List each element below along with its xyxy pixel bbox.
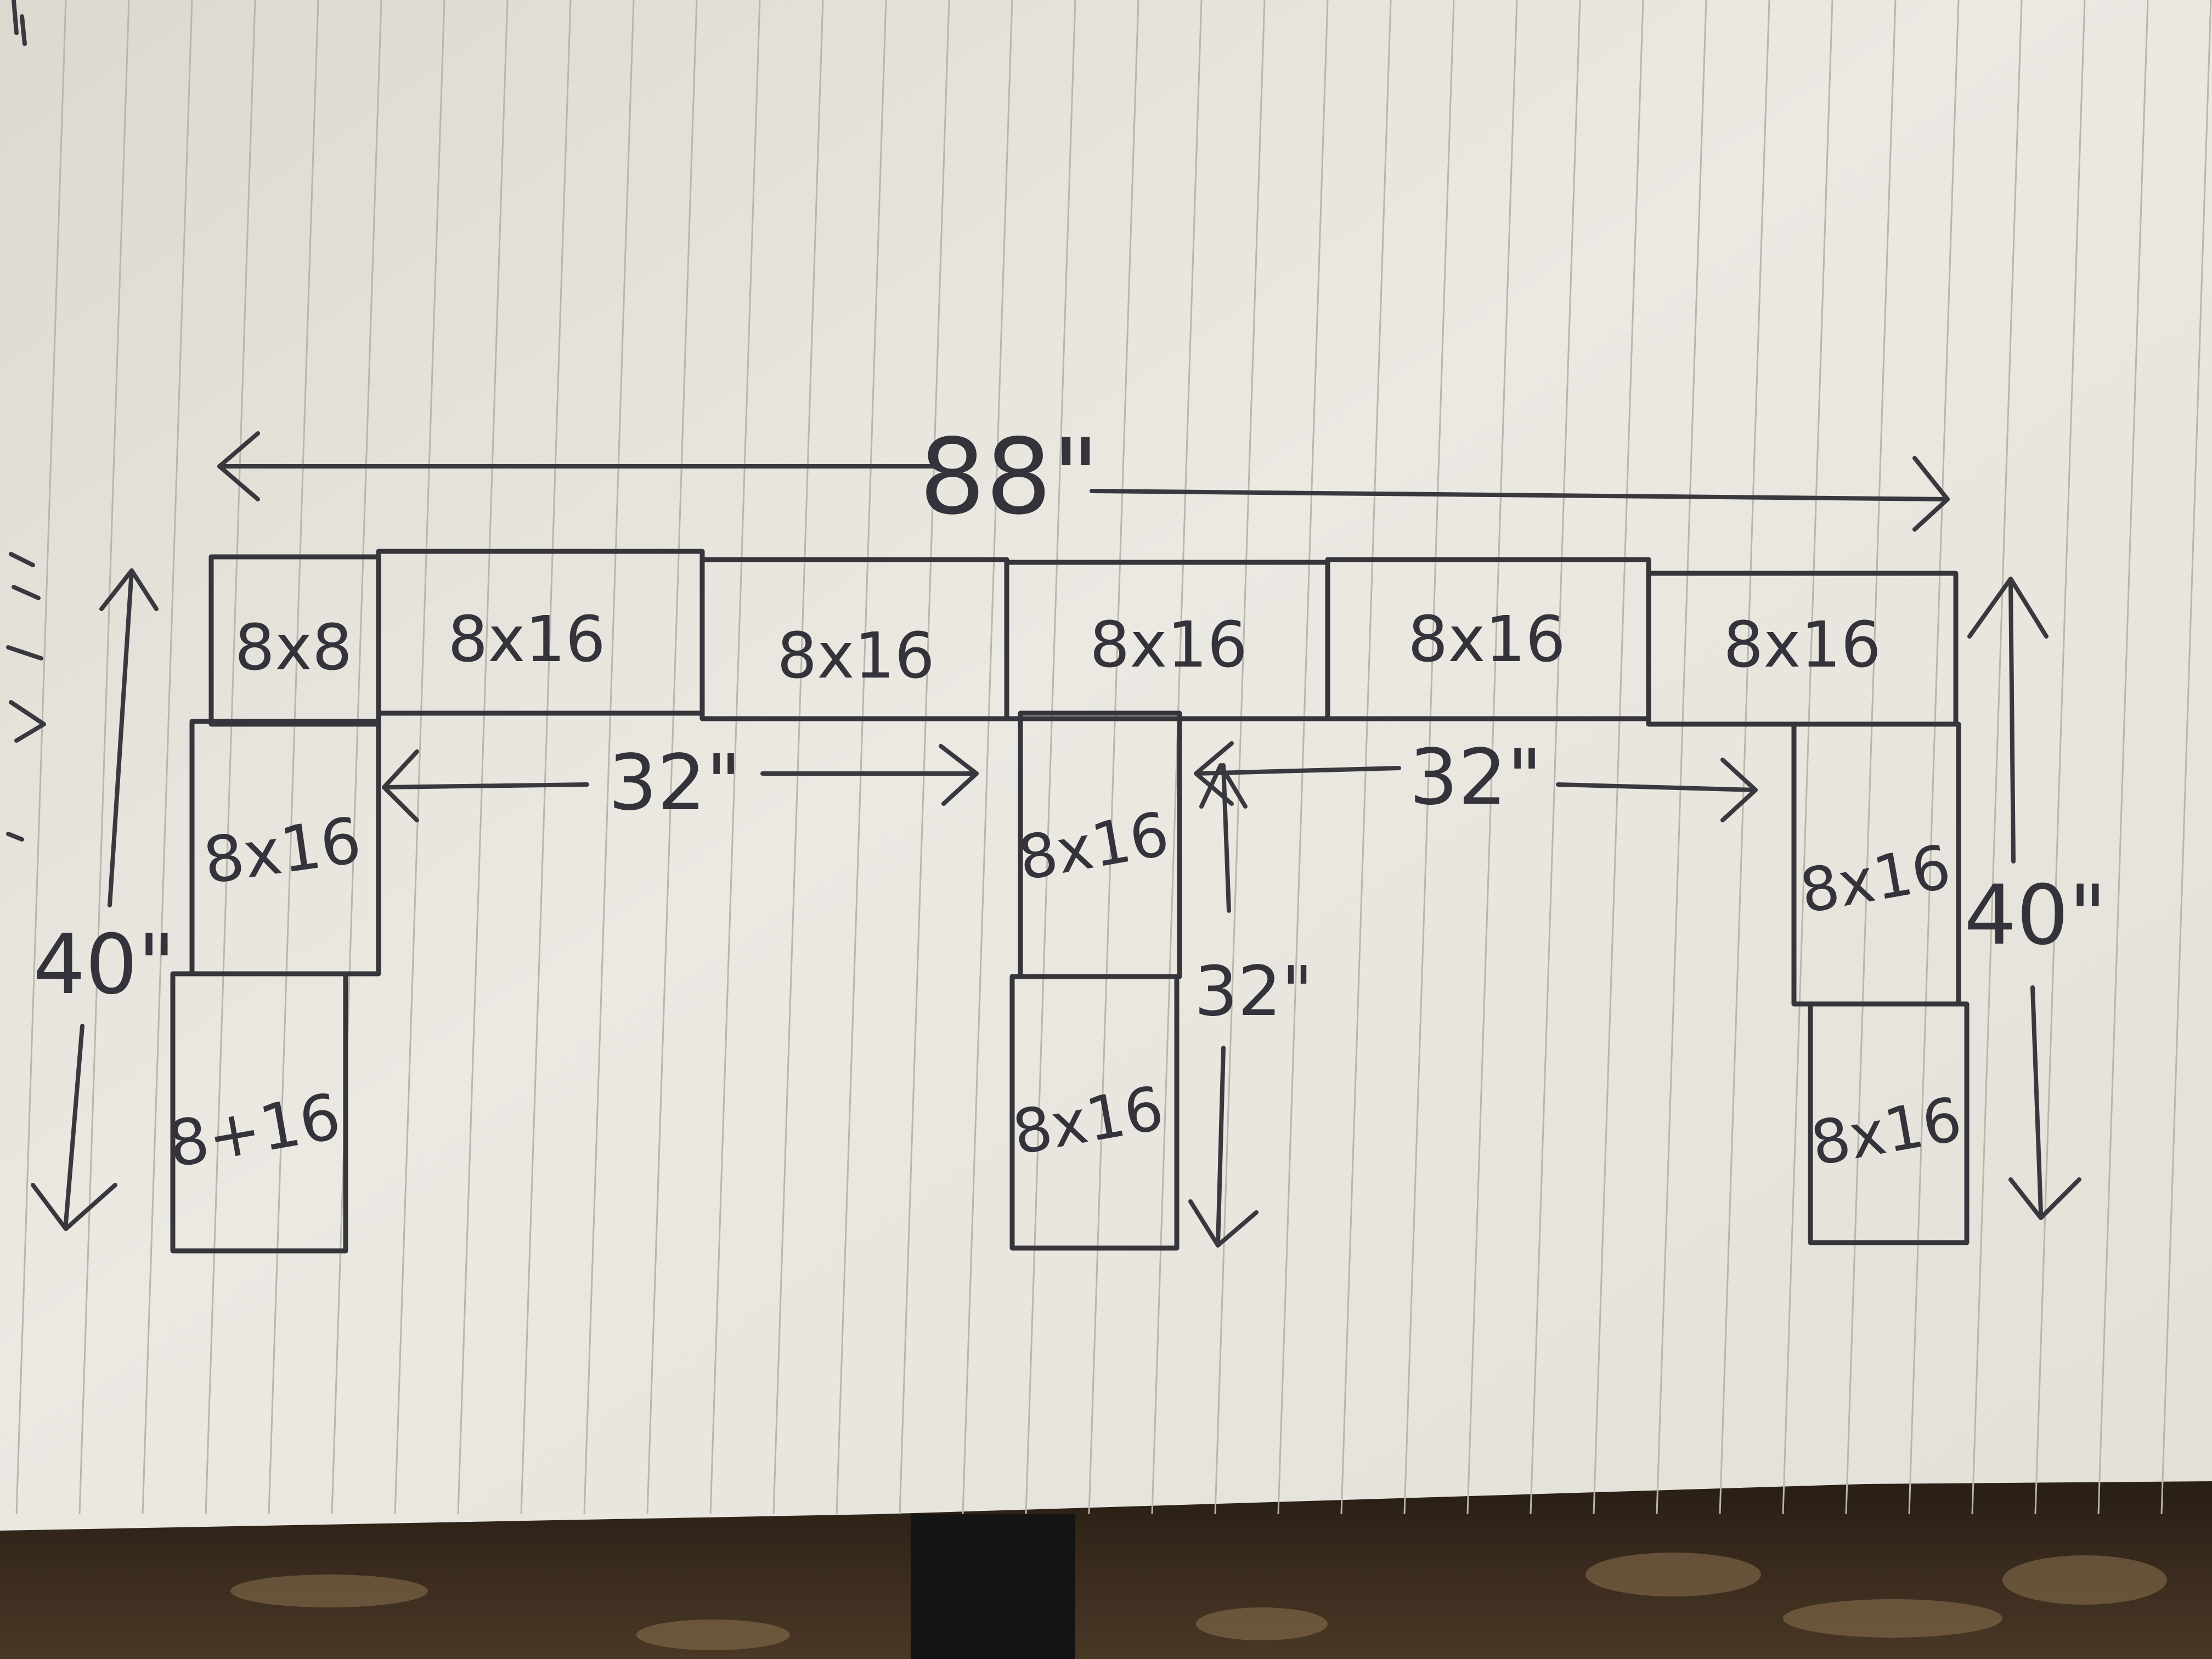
ruled-line bbox=[15, 0, 67, 1515]
ruled-line bbox=[1908, 0, 1960, 1515]
ruled-line bbox=[1340, 0, 1392, 1515]
middle-height-dimension: 32" bbox=[1188, 763, 1313, 1248]
top-block-1-label: 8x8 bbox=[235, 611, 352, 685]
left-height-line-a bbox=[108, 568, 134, 907]
ruled-lines bbox=[15, 0, 2212, 1515]
ruled-line bbox=[772, 0, 824, 1515]
left-gap-arrowhead-left bbox=[382, 749, 419, 822]
left-gap-line-a bbox=[382, 782, 589, 789]
right-height-dimension: 40" bbox=[1964, 577, 2107, 1220]
top-block-6-label: 8x16 bbox=[1723, 608, 1881, 682]
right-gap-dimension: 32" bbox=[1194, 733, 1758, 822]
right-gap-line-b bbox=[1556, 782, 1758, 792]
ruled-line bbox=[457, 0, 509, 1515]
ruled-line bbox=[520, 0, 572, 1515]
ruled-line bbox=[583, 0, 635, 1515]
left-gap-label: 32" bbox=[608, 738, 742, 828]
right-gap-line-a bbox=[1194, 766, 1401, 776]
wood-texture bbox=[230, 1553, 2167, 1650]
arrowhead-left bbox=[217, 431, 260, 501]
left-height-label: 40" bbox=[33, 917, 176, 1013]
right-height-label: 40" bbox=[1964, 868, 2107, 963]
ruled-line bbox=[1530, 0, 1581, 1515]
ruled-line bbox=[899, 0, 950, 1515]
top-block-2-label: 8x16 bbox=[448, 603, 606, 676]
right-height-line-a bbox=[2008, 579, 2016, 864]
ruled-line bbox=[1025, 0, 1076, 1515]
ruled-line bbox=[646, 0, 698, 1515]
left-height-line-b bbox=[64, 1024, 84, 1226]
top-block-3-label: 8x16 bbox=[777, 619, 935, 693]
ruled-line bbox=[331, 0, 382, 1515]
notebook-paper bbox=[0, 0, 2212, 1531]
ruled-line bbox=[268, 0, 319, 1515]
top-block-4-label: 8x16 bbox=[1090, 608, 1248, 682]
ruled-line bbox=[1088, 0, 1139, 1515]
ruled-line bbox=[2034, 0, 2086, 1515]
overall-width-label: 88" bbox=[919, 416, 1099, 538]
left-leg-block-2 bbox=[170, 971, 348, 1254]
right-gap-arrowhead-right bbox=[1720, 758, 1758, 822]
dimension-line-right bbox=[1090, 489, 1950, 501]
black-strap bbox=[911, 1514, 1075, 1659]
left-height-arrowhead-down bbox=[31, 1183, 117, 1231]
right-height-arrowhead-down bbox=[2008, 1177, 2081, 1220]
ruled-line bbox=[142, 0, 193, 1515]
ruled-line bbox=[1151, 0, 1203, 1515]
ruled-line bbox=[1593, 0, 1644, 1515]
ruled-line bbox=[1403, 0, 1455, 1515]
ruled-line bbox=[78, 0, 130, 1515]
right-height-line-b bbox=[2030, 985, 2043, 1215]
left-height-arrowhead-up bbox=[99, 568, 159, 611]
right-gap-label: 32" bbox=[1409, 733, 1543, 822]
ruled-line bbox=[1277, 0, 1329, 1515]
ruled-line bbox=[1719, 0, 1770, 1515]
margin-scribble bbox=[6, 0, 46, 842]
right-leg-block-2 bbox=[1808, 1001, 1970, 1245]
left-gap-arrowhead-right bbox=[939, 744, 979, 806]
middle-height-line-a bbox=[1221, 763, 1231, 913]
ruled-line bbox=[1656, 0, 1707, 1515]
left-height-dimension: 40" bbox=[31, 568, 176, 1231]
ruled-line bbox=[394, 0, 445, 1515]
ruled-line bbox=[205, 0, 256, 1515]
middle-height-arrowhead-down bbox=[1188, 1199, 1259, 1248]
right-height-arrowhead-up bbox=[1967, 577, 2049, 639]
ruled-line bbox=[1466, 0, 1518, 1515]
ruled-line bbox=[709, 0, 761, 1515]
ruled-line bbox=[962, 0, 1013, 1515]
ruled-line bbox=[1782, 0, 1833, 1515]
right-gap-arrowhead-left bbox=[1194, 741, 1234, 806]
ruled-line bbox=[1214, 0, 1266, 1515]
top-row: 8x8 8x16 8x16 8x16 8x16 8x16 bbox=[208, 549, 1959, 727]
ruled-line bbox=[1845, 0, 1897, 1515]
ruled-line bbox=[1971, 0, 2023, 1515]
middle-height-arrowhead-up bbox=[1199, 763, 1248, 809]
top-block-5-label: 8x16 bbox=[1408, 603, 1566, 676]
middle-leg-block-2 bbox=[1009, 974, 1180, 1251]
ruled-line bbox=[2097, 0, 2149, 1515]
overall-width-dimension: 88" bbox=[217, 416, 1950, 538]
middle-height-label: 32" bbox=[1194, 952, 1313, 1031]
ruled-line bbox=[2160, 0, 2212, 1515]
left-gap-dimension: 32" bbox=[382, 738, 979, 828]
arrowhead-right bbox=[1912, 456, 1950, 532]
middle-height-line-b bbox=[1216, 1046, 1226, 1248]
ruled-line bbox=[836, 0, 887, 1515]
